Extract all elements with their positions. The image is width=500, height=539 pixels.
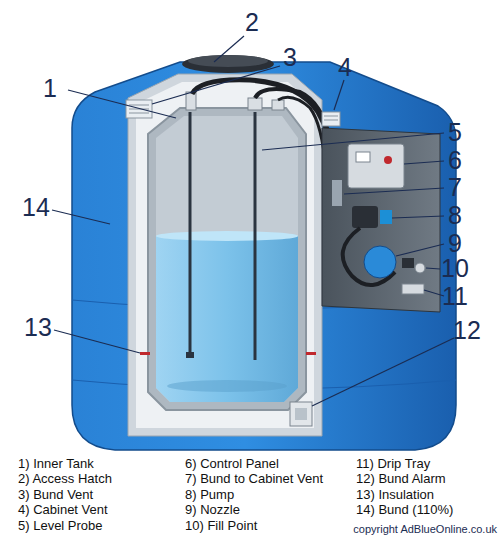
legend-item: 6) Control Panel	[185, 456, 279, 471]
legend-item: 2) Access Hatch	[18, 471, 112, 486]
legend-item: 7) Bund to Cabinet Vent	[185, 471, 323, 486]
legend-item: 12) Bund Alarm	[356, 471, 446, 486]
callout-number: 9	[448, 231, 462, 256]
callout-number: 11	[442, 284, 468, 309]
legend-item: 14) Bund (110%)	[356, 502, 453, 517]
legend-item: 11) Drip Tray	[356, 456, 430, 471]
callout-number: 6	[448, 148, 462, 173]
legend-item: 5) Level Probe	[18, 518, 103, 533]
callout-number: 13	[24, 315, 52, 340]
callout-number: 12	[453, 318, 481, 343]
callout-number: 3	[283, 45, 297, 70]
callout-number: 2	[245, 10, 259, 35]
legend-item: 1) Inner Tank	[18, 456, 94, 471]
legend-item: 10) Fill Point	[185, 518, 257, 533]
callout-number: 4	[338, 55, 352, 80]
callout-number: 5	[448, 120, 462, 145]
callout-number: 14	[22, 195, 50, 220]
legend-item: 8) Pump	[185, 487, 234, 502]
callout-number: 7	[448, 175, 462, 200]
callout-number: 1	[43, 76, 57, 101]
legend-item: 13) Insulation	[356, 487, 434, 502]
legend-item: 9) Nozzle	[185, 502, 240, 517]
legend-item: 3) Bund Vent	[18, 487, 93, 502]
callout-number: 10	[441, 256, 469, 281]
legend-item: 4) Cabinet Vent	[18, 502, 108, 517]
copyright-note: copyright AdBlueOnline.co.uk	[353, 523, 497, 536]
callout-number: 8	[448, 203, 462, 228]
